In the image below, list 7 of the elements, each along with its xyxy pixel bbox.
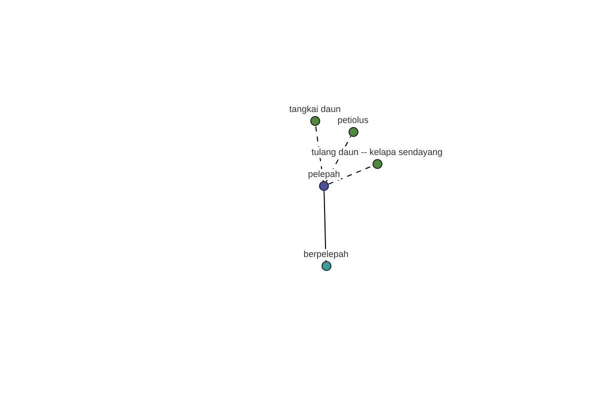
node-label: tangkai daun	[288, 104, 342, 115]
dashed-connector	[328, 165, 373, 185]
node-label: tulang daun -- kelapa sendayang	[310, 147, 444, 158]
node-label: berpelepah	[302, 249, 350, 260]
dashed-connector	[315, 125, 324, 182]
node-label: petiolus	[336, 115, 370, 126]
node-label: pelepah	[306, 169, 342, 180]
